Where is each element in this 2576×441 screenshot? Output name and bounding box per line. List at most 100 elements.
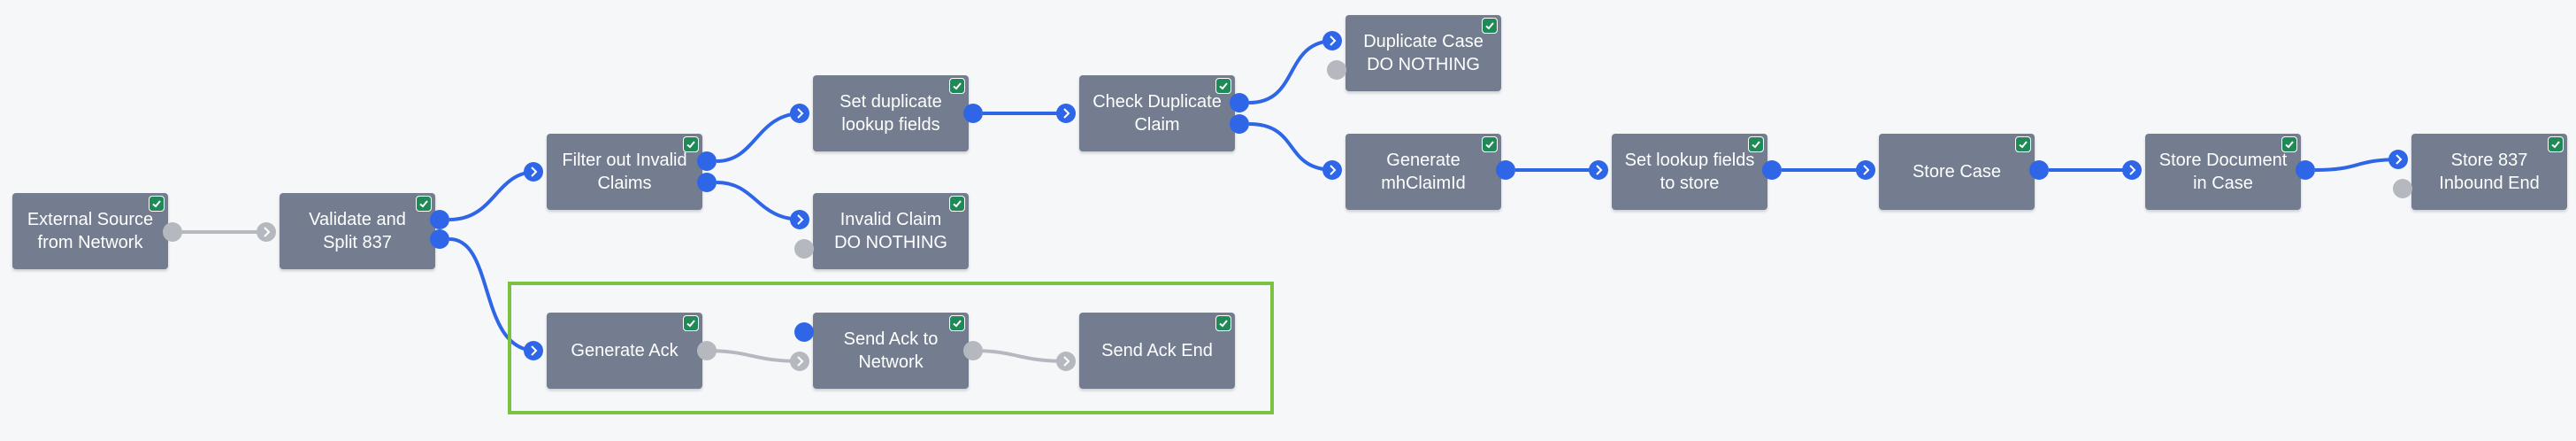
input-port[interactable]: [1056, 104, 1076, 123]
input-port[interactable]: [790, 352, 809, 371]
edge-storedoc-end: [2314, 158, 2402, 172]
check-icon: [683, 136, 699, 152]
input-port[interactable]: [790, 104, 809, 123]
node-store-837-end[interactable]: Store 837 Inbound End: [2411, 134, 2567, 210]
node-filter-invalid[interactable]: Filter out Invalid Claims: [547, 134, 702, 210]
check-icon: [1482, 136, 1498, 152]
output-port-invalid[interactable]: [697, 173, 717, 192]
output-port-duplicate[interactable]: [1230, 93, 1249, 112]
ack-group-highlight: [508, 282, 1274, 414]
edge-validate-generate-ack: [448, 237, 537, 352]
input-port[interactable]: [257, 222, 276, 242]
chevron-right-icon: [2396, 154, 2403, 165]
chevron-right-icon: [2129, 165, 2136, 175]
chevron-right-icon: [1330, 165, 1337, 175]
node-set-lookup-store[interactable]: Set lookup fields to store: [1612, 134, 1767, 210]
output-port[interactable]: [963, 341, 983, 360]
node-label: Validate and Split 837: [309, 210, 406, 252]
edge-filter-invalid: [716, 181, 803, 221]
check-icon: [949, 78, 965, 94]
output-port[interactable]: [163, 222, 182, 242]
chevron-right-icon: [531, 345, 538, 356]
edge-sendack-end: [972, 349, 1070, 363]
output-port-new[interactable]: [1230, 114, 1249, 134]
output-port[interactable]: [2393, 179, 2412, 198]
node-validate-split[interactable]: Validate and Split 837: [280, 193, 435, 269]
node-label: Set lookup fields to store: [1624, 151, 1755, 193]
input-port[interactable]: [2388, 150, 2408, 169]
output-port[interactable]: [697, 341, 717, 360]
input-port[interactable]: [790, 210, 809, 229]
node-label: Set duplicate lookup fields: [840, 92, 942, 135]
chevron-right-icon: [797, 214, 804, 225]
chevron-right-icon: [1330, 35, 1337, 46]
edge-validate-filter: [448, 170, 537, 221]
node-store-document[interactable]: Store Document in Case: [2145, 134, 2301, 210]
check-icon: [949, 196, 965, 212]
check-icon: [2281, 136, 2297, 152]
check-icon: [949, 315, 965, 331]
output-port[interactable]: [794, 239, 814, 259]
input-port[interactable]: [1322, 160, 1342, 180]
input-port[interactable]: [1322, 31, 1342, 50]
chevron-right-icon: [531, 166, 538, 177]
output-port[interactable]: [1327, 60, 1346, 80]
check-icon: [1215, 78, 1231, 94]
node-label: Check Duplicate Claim: [1092, 92, 1222, 135]
chevron-right-icon: [1063, 356, 1070, 367]
node-label: External Source from Network: [27, 210, 154, 252]
node-generate-mhclaimid[interactable]: Generate mhClaimId: [1346, 134, 1501, 210]
edge-genack-sendack: [705, 349, 803, 363]
edge-filter-set-dup: [716, 112, 803, 163]
output-port-valid[interactable]: [697, 151, 717, 171]
node-external-source[interactable]: External Source from Network: [12, 193, 168, 269]
chevron-right-icon: [1063, 108, 1070, 119]
node-check-duplicate[interactable]: Check Duplicate Claim: [1079, 75, 1235, 151]
output-port-valid[interactable]: [430, 210, 449, 229]
node-send-ack-end[interactable]: Send Ack End: [1079, 313, 1235, 389]
chevron-right-icon: [797, 356, 804, 367]
edge-check-generate-id: [1248, 122, 1336, 172]
node-label: Send Ack End: [1101, 341, 1213, 360]
output-port-ack[interactable]: [430, 229, 449, 249]
node-store-case[interactable]: Store Case: [1879, 134, 2035, 210]
check-icon: [1482, 18, 1498, 34]
check-icon: [2015, 136, 2031, 152]
edge-check-duplicate-case: [1248, 39, 1336, 104]
output-port[interactable]: [2296, 160, 2315, 180]
input-port[interactable]: [1056, 352, 1076, 371]
node-label: Store Document in Case: [2158, 151, 2288, 193]
node-label: Generate Ack: [571, 341, 678, 360]
input-port[interactable]: [524, 162, 543, 182]
node-set-duplicate-lookup[interactable]: Set duplicate lookup fields: [813, 75, 969, 151]
node-label: Filter out Invalid Claims: [562, 151, 687, 193]
node-send-ack[interactable]: Send Ack to Network: [813, 313, 969, 389]
output-port-top[interactable]: [794, 322, 814, 342]
output-port[interactable]: [1496, 160, 1515, 180]
check-icon: [2548, 136, 2564, 152]
output-port[interactable]: [1762, 160, 1782, 180]
chevron-right-icon: [1596, 165, 1603, 175]
chevron-right-icon: [797, 108, 804, 119]
node-invalid-claim[interactable]: Invalid Claim DO NOTHING: [813, 193, 969, 269]
input-port[interactable]: [2122, 160, 2142, 180]
output-port[interactable]: [963, 104, 983, 123]
node-label: Invalid Claim DO NOTHING: [834, 210, 947, 252]
input-port[interactable]: [1589, 160, 1608, 180]
input-port[interactable]: [1856, 160, 1875, 180]
check-icon: [149, 196, 165, 212]
node-duplicate-case[interactable]: Duplicate Case DO NOTHING: [1346, 15, 1501, 91]
check-icon: [1215, 315, 1231, 331]
check-icon: [683, 315, 699, 331]
node-label: Store Case: [1912, 162, 2002, 182]
node-label: Duplicate Case DO NOTHING: [1363, 32, 1484, 74]
node-label: Generate mhClaimId: [1381, 151, 1466, 193]
node-generate-ack[interactable]: Generate Ack: [547, 313, 702, 389]
input-port[interactable]: [524, 341, 543, 360]
check-icon: [416, 196, 432, 212]
output-port[interactable]: [2029, 160, 2049, 180]
check-icon: [1748, 136, 1764, 152]
node-label: Send Ack to Network: [843, 329, 939, 372]
